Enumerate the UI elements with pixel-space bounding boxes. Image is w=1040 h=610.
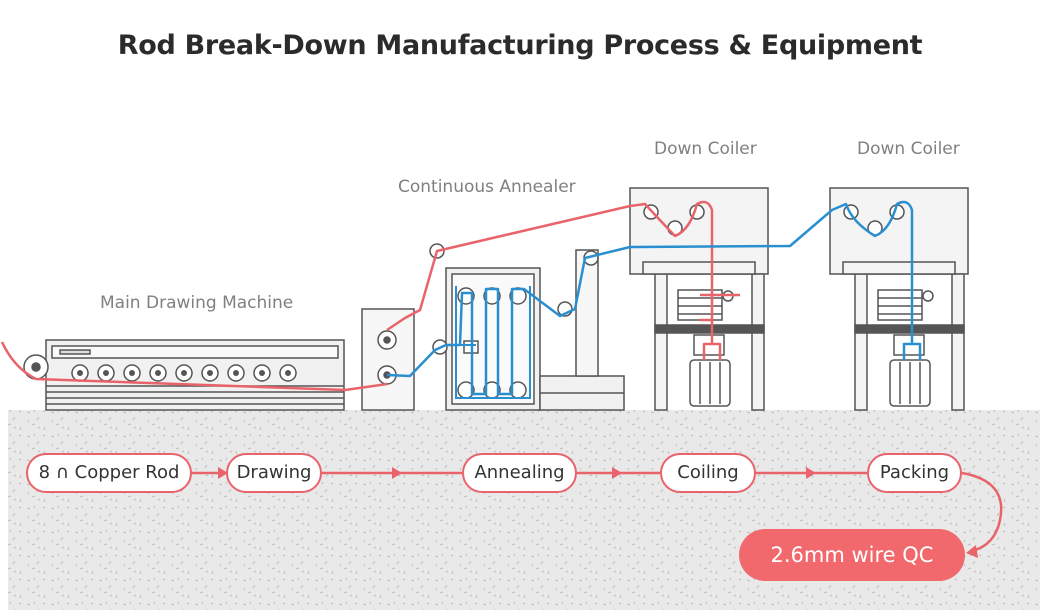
label-continuous-annealer: Continuous Annealer	[398, 177, 576, 197]
label-down-coiler-2: Down Coiler	[857, 139, 960, 159]
label-main-drawing-machine: Main Drawing Machine	[100, 293, 294, 313]
flow-step-copper-rod: 8 ∩ Copper Rod	[26, 453, 192, 493]
down-coiler-2	[829, 187, 969, 411]
flow-step-packing: Packing	[867, 453, 962, 493]
label-down-coiler-1: Down Coiler	[654, 139, 757, 159]
page-title: Rod Break-Down Manufacturing Process & E…	[117, 30, 923, 61]
flow-step-annealing: Annealing	[462, 453, 577, 493]
flow-connectors	[190, 467, 1003, 558]
main-drawing-machine	[23, 339, 345, 411]
final-step-wire-qc: 2.6mm wire QC	[739, 529, 965, 581]
red-wire-branch	[700, 293, 740, 322]
capstan-unit	[361, 308, 415, 411]
blue-wire-path	[386, 200, 922, 396]
flow-step-coiling: Coiling	[660, 453, 756, 493]
red-wire-path	[0, 200, 722, 392]
flow-step-drawing: Drawing	[226, 453, 322, 493]
down-coiler-1	[629, 187, 769, 411]
continuous-annealer	[429, 243, 625, 411]
blue-wire-annealer-frame	[455, 286, 531, 399]
